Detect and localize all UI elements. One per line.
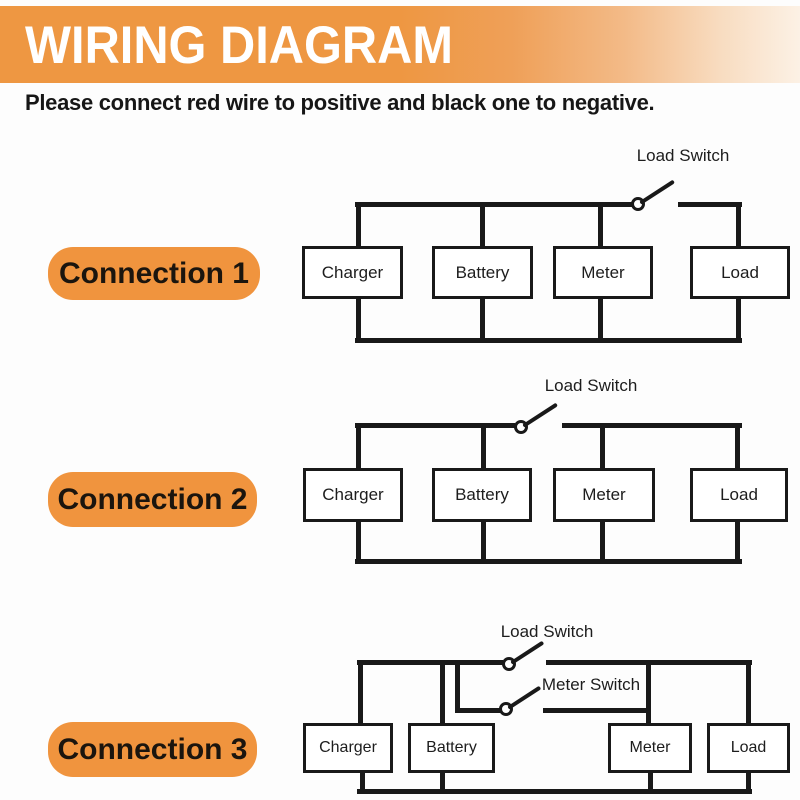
c3-top-rail-left — [357, 660, 503, 665]
c2-meter-box: Meter — [553, 468, 655, 522]
c1-meter-riser-top — [598, 205, 603, 246]
c3-battery-riser-bottom — [440, 771, 445, 792]
c1-top-rail-right — [678, 202, 742, 207]
c3-load-box: Load — [707, 723, 790, 773]
c3-load-switch-lever-icon — [510, 640, 545, 665]
c1-charger-box: Charger — [302, 246, 403, 299]
connection-1-label: Connection 1 — [48, 247, 260, 300]
c2-top-rail-right — [562, 423, 742, 428]
c1-charger-riser-top — [356, 205, 361, 246]
c2-load-box: Load — [690, 468, 788, 522]
c2-battery-box: Battery — [432, 468, 532, 522]
c3-charger-riser-bottom — [360, 771, 365, 792]
c3-top-rail-right — [546, 660, 752, 665]
c2-charger-box: Charger — [303, 468, 403, 522]
c1-battery-box: Battery — [432, 246, 533, 299]
c2-load-riser-top — [735, 426, 740, 468]
page-title: WIRING DIAGRAM — [25, 16, 453, 75]
title-banner: WIRING DIAGRAM — [0, 6, 800, 83]
c1-battery-riser-top — [480, 205, 485, 246]
c3-charger-riser-top — [358, 663, 363, 725]
c1-meter-riser-bottom — [598, 297, 603, 341]
c3-charger-box: Charger — [303, 723, 393, 773]
c3-battery-riser-top — [440, 663, 445, 725]
c3-meter-riser-top — [646, 663, 651, 725]
connection-3-label: Connection 3 — [48, 722, 257, 777]
c3-battery-box: Battery — [408, 723, 495, 773]
connection-2-label: Connection 2 — [48, 472, 257, 527]
c3-load-riser-top — [746, 663, 751, 725]
c2-meter-riser-bottom — [600, 520, 605, 562]
c1-battery-riser-bottom — [480, 297, 485, 341]
c1-load-box: Load — [690, 246, 790, 299]
c2-charger-riser-bottom — [356, 520, 361, 562]
c3-meter-branch-right — [543, 708, 650, 713]
c1-meter-box: Meter — [553, 246, 653, 299]
c2-charger-riser-top — [356, 426, 361, 468]
c2-battery-riser-bottom — [481, 520, 486, 562]
c3-load-riser-bottom — [746, 771, 751, 792]
c1-load-riser-top — [736, 205, 741, 246]
c2-top-rail-left — [355, 423, 515, 428]
c3-meter-box: Meter — [608, 723, 692, 773]
c2-battery-riser-top — [481, 426, 486, 468]
c3-bottom-rail — [357, 789, 752, 794]
c3-meter-riser-bottom — [648, 771, 653, 792]
c1-bottom-rail — [355, 338, 742, 343]
c1-load-switch-label: Load Switch — [636, 146, 730, 165]
c2-meter-riser-top — [600, 426, 605, 468]
c1-load-riser-bottom — [736, 297, 741, 341]
page-subtitle: Please connect red wire to positive and … — [25, 90, 655, 115]
c3-meter-switch-label: Meter Switch — [541, 675, 641, 694]
c2-load-riser-bottom — [735, 520, 740, 562]
c3-load-switch-label: Load Switch — [500, 622, 594, 641]
c2-bottom-rail — [355, 559, 742, 564]
c2-load-switch-label: Load Switch — [544, 376, 638, 395]
c1-charger-riser-bottom — [356, 297, 361, 341]
c1-switch-lever-icon — [639, 179, 675, 205]
c3-meter-branch-left — [455, 708, 502, 713]
c1-top-rail-left — [355, 202, 635, 207]
c3-meter-branch-vertical — [455, 663, 460, 713]
c2-switch-lever-icon — [522, 402, 558, 428]
